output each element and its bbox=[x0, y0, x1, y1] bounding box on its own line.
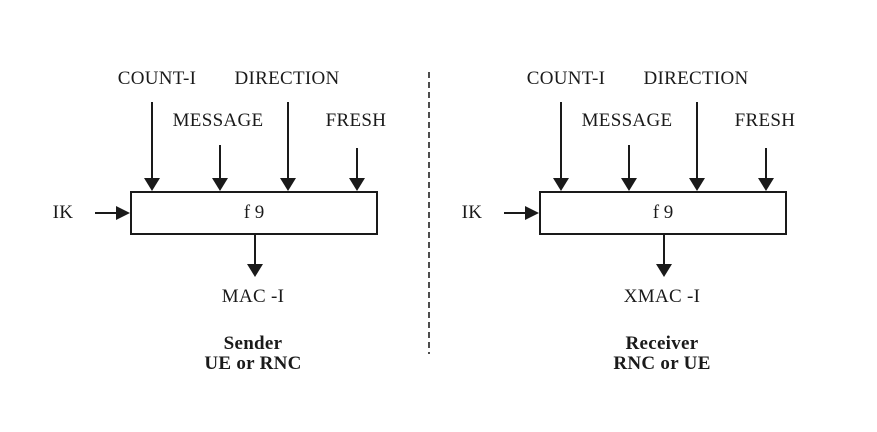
f9-label: f 9 bbox=[652, 202, 674, 223]
fresh-arrow bbox=[349, 148, 365, 191]
output-arrow bbox=[656, 235, 672, 277]
direction-arrow bbox=[280, 102, 296, 191]
f9-box: f 9 bbox=[130, 191, 378, 235]
ik-label: IK bbox=[461, 202, 483, 223]
role-title: Receiver bbox=[625, 333, 699, 354]
message-arrow bbox=[621, 145, 637, 191]
output-arrow bbox=[247, 235, 263, 277]
output-label: XMAC -I bbox=[623, 286, 701, 307]
count-i-label: COUNT-I bbox=[526, 68, 606, 89]
fresh-arrow bbox=[758, 148, 774, 191]
role-entities: RNC or UE bbox=[613, 353, 711, 374]
receiver-diagram: COUNT-I DIRECTION MESSAGE FRESH IK f 9 X… bbox=[409, 0, 809, 432]
count-i-arrow bbox=[553, 102, 569, 191]
message-arrow bbox=[212, 145, 228, 191]
direction-label: DIRECTION bbox=[234, 68, 340, 89]
fresh-label: FRESH bbox=[325, 110, 387, 131]
divider-dashed-line bbox=[428, 72, 430, 354]
count-i-arrow bbox=[144, 102, 160, 191]
count-i-label: COUNT-I bbox=[117, 68, 197, 89]
ik-arrow bbox=[95, 206, 130, 220]
direction-label: DIRECTION bbox=[643, 68, 749, 89]
fresh-label: FRESH bbox=[734, 110, 796, 131]
message-label: MESSAGE bbox=[172, 110, 264, 131]
role-title: Sender bbox=[223, 333, 283, 354]
message-label: MESSAGE bbox=[581, 110, 673, 131]
f9-label: f 9 bbox=[243, 202, 265, 223]
sender-diagram: COUNT-I DIRECTION MESSAGE FRESH IK f 9 M… bbox=[0, 0, 400, 432]
output-label: MAC -I bbox=[221, 286, 285, 307]
role-entities: UE or RNC bbox=[204, 353, 302, 374]
f9-box: f 9 bbox=[539, 191, 787, 235]
ik-label: IK bbox=[52, 202, 74, 223]
ik-arrow bbox=[504, 206, 539, 220]
direction-arrow bbox=[689, 102, 705, 191]
